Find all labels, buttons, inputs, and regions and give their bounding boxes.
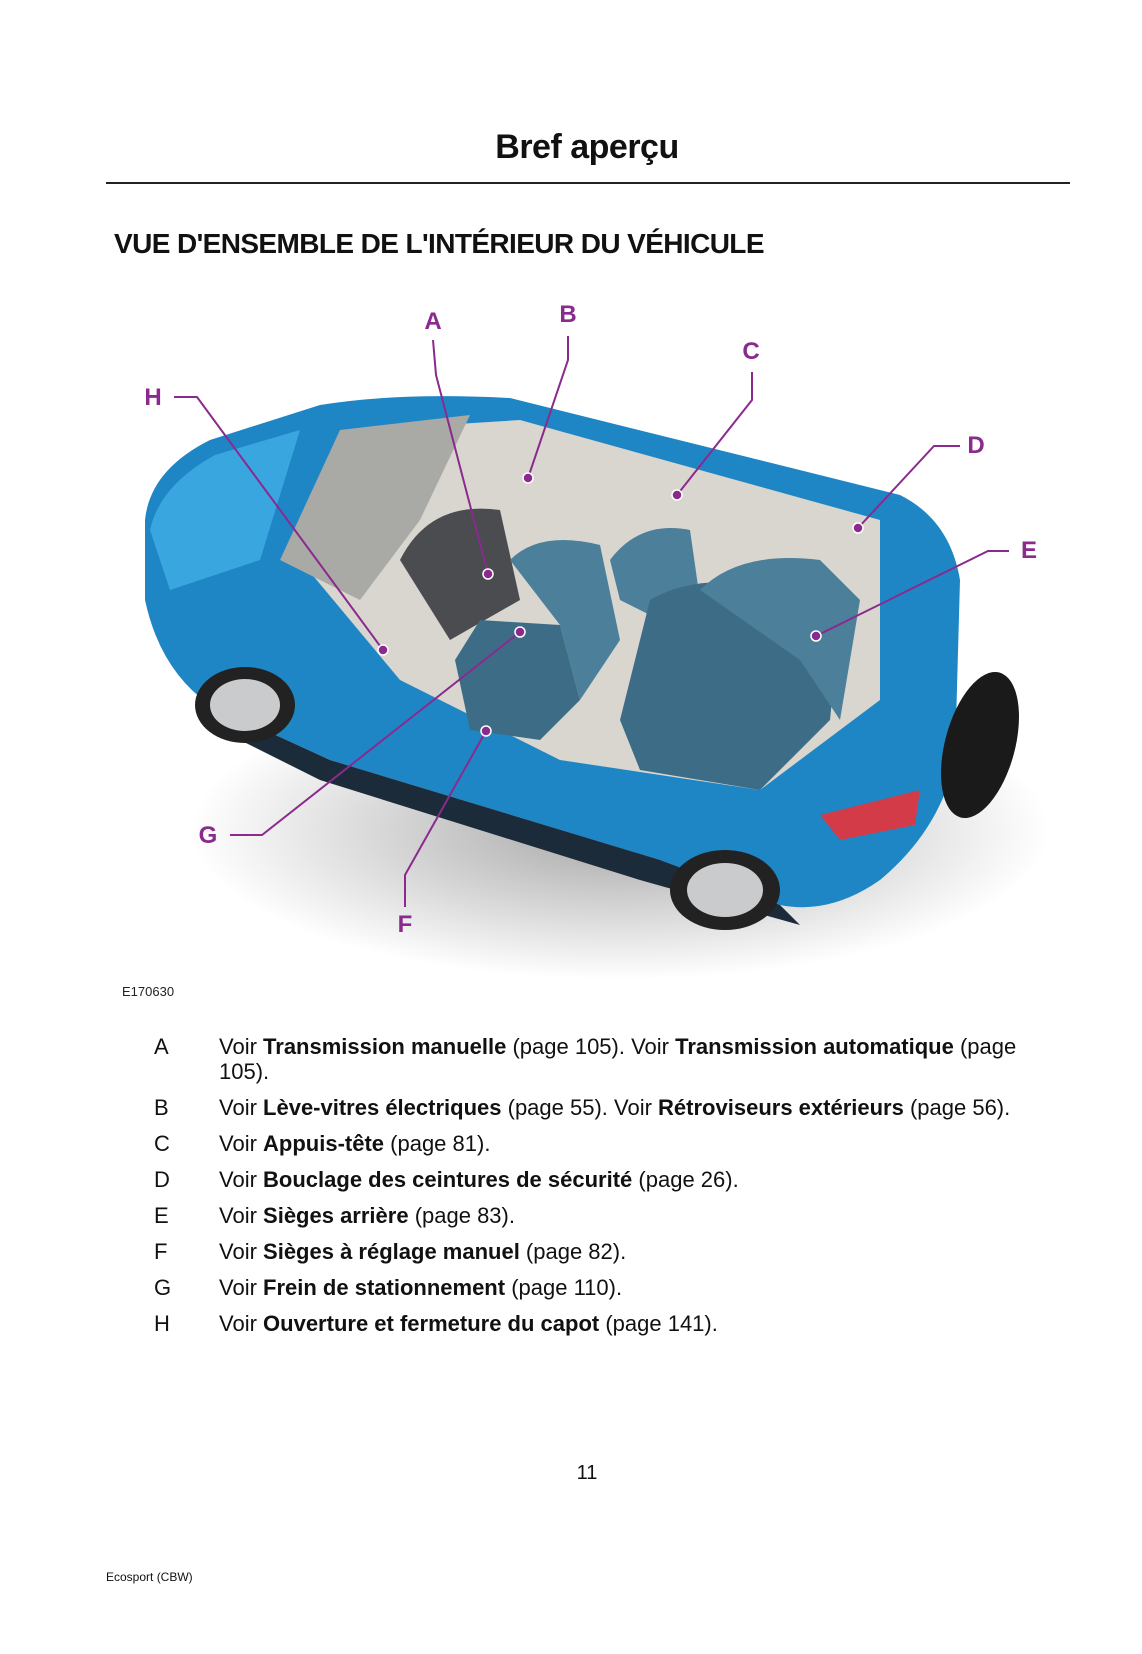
callout-label-b: B [559,301,577,328]
legend-key: D [154,1167,170,1192]
text: (page 82). [519,1239,627,1264]
legend-key: C [154,1131,170,1156]
figure-id: E170630 [122,984,175,999]
callout-label-g: G [198,822,218,849]
text: Voir [219,1275,264,1300]
legend-item: E Voir Sièges arrière (page 83). [150,1203,1070,1228]
link-capot[interactable]: Ouverture et fermeture du capot [263,1311,600,1336]
legend-item: G Voir Frein de stationnement (page 110)… [150,1275,1070,1300]
callout-label-d: D [967,432,985,459]
legend-key: H [154,1311,170,1336]
legend-item: B Voir Lève-vitres électriques (page 55)… [150,1095,1070,1120]
text: Voir [219,1203,264,1228]
text: Voir [219,1131,264,1156]
section-heading: VUE D'ENSEMBLE DE L'INTÉRIEUR DU VÉHICUL… [114,228,764,259]
text: (page 81). [384,1131,491,1156]
callout-label-f: F [397,911,413,938]
link-appuis-tete[interactable]: Appuis-tête [263,1131,385,1156]
text: (page 55). Voir [501,1095,659,1120]
front-seat-left [455,620,580,740]
text: Voir [219,1239,264,1264]
legend-item: C Voir Appuis-tête (page 81). [150,1131,1070,1156]
text: Voir [219,1034,264,1059]
legend-item: D Voir Bouclage des ceintures de sécurit… [150,1167,1070,1192]
header-divider [106,182,1070,184]
text: (page 141). [599,1311,718,1336]
legend-item: A Voir Transmission manuelle (page 105).… [150,1034,1070,1084]
text: Voir [219,1311,264,1336]
page-title: Bref aperçu [495,128,679,166]
callout-label-c: C [742,338,760,365]
dashboard [400,508,520,640]
link-transmission-manuelle[interactable]: Transmission manuelle [263,1034,507,1059]
front-wheel-rim [210,679,280,731]
link-leve-vitres[interactable]: Lève-vitres électriques [263,1095,502,1120]
callout-dots [377,472,864,737]
callout-lines [174,336,1009,907]
link-ceintures[interactable]: Bouclage des ceintures de sécurité [263,1167,633,1192]
legend-key: G [154,1275,172,1300]
rear-seat-back [700,558,860,720]
link-frein[interactable]: Frein de stationnement [263,1275,506,1300]
text: (page 105). Voir [506,1034,676,1059]
text: (page 105). [219,1034,1017,1084]
callout-label-h: H [144,384,162,411]
spare-wheel [941,671,1019,819]
text: Voir [219,1167,264,1192]
link-sieges-arriere[interactable]: Sièges arrière [263,1203,409,1228]
legend-list: A Voir Transmission manuelle (page 105).… [150,1034,1070,1347]
car-body-highlight [150,430,300,590]
link-transmission-automatique[interactable]: Transmission automatique [675,1034,954,1059]
link-sieges-reglage[interactable]: Sièges à réglage manuel [263,1239,520,1264]
rear-wheel-rim [687,863,763,917]
tail-light [820,790,920,840]
windshield-area [280,415,470,600]
front-seat-left-back [510,540,620,700]
car-lower-trim [200,705,800,925]
legend-key: A [154,1034,169,1059]
callout-label-a: A [424,308,442,335]
page-number: 11 [576,1462,598,1484]
text: (page 56). [903,1095,1011,1120]
footer-model: Ecosport (CBW) [106,1570,193,1584]
text: (page 83). [408,1203,515,1228]
legend-key: F [154,1239,168,1264]
text: (page 110). [505,1275,623,1300]
legend-item: F Voir Sièges à réglage manuel (page 82)… [150,1239,1070,1264]
legend-key: B [154,1095,169,1120]
callout-label-e: E [1020,537,1038,564]
link-retroviseurs[interactable]: Rétroviseurs extérieurs [658,1095,904,1120]
text: Voir [219,1095,264,1120]
text: (page 26). [632,1167,739,1192]
legend-key: E [154,1203,169,1228]
vehicle-interior-illustration [145,336,1050,980]
legend-item: H Voir Ouverture et fermeture du capot (… [150,1311,1070,1336]
